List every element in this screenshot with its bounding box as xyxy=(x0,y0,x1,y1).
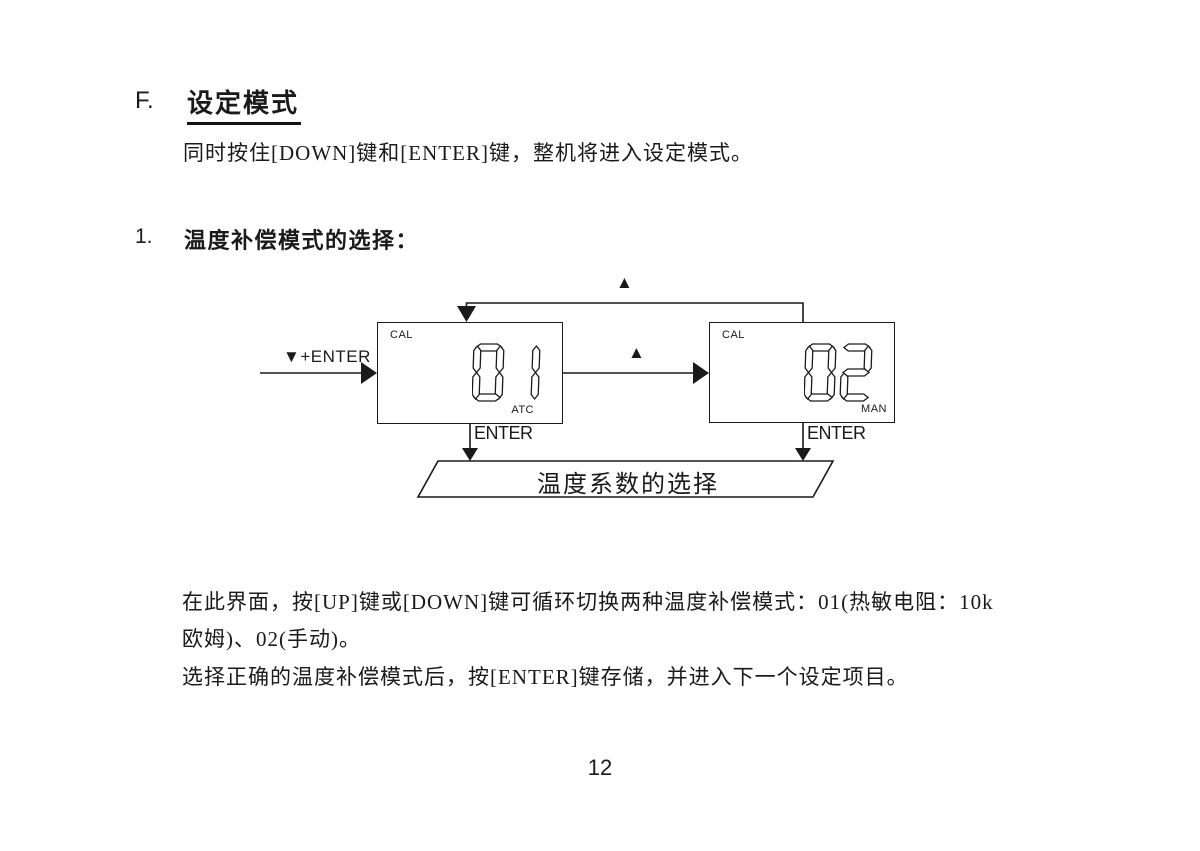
enter-right-down-arrow-icon xyxy=(795,448,811,461)
enter-key-label: ENTER xyxy=(807,423,866,443)
man-flag: MAN xyxy=(861,403,887,415)
body-paragraph-line: 在此界面，按[UP]键或[DOWN]键可循环切换两种温度补偿模式：01(热敏电阻… xyxy=(182,590,994,614)
body-paragraph-line: 欧姆)、02(手动)。 xyxy=(182,627,361,651)
seven-segment-digits xyxy=(471,343,541,402)
enter-key-label: ENTER xyxy=(474,423,533,443)
loop-line xyxy=(465,302,804,322)
page-number: 12 xyxy=(587,755,613,780)
down-plus-enter-label: ▼+ENTER xyxy=(283,347,371,366)
cal-flag: CAL xyxy=(390,329,413,341)
section1-title: 温度补偿模式的选择： xyxy=(184,228,420,253)
result-label: 温度系数的选择 xyxy=(537,472,719,498)
intro-paragraph: 同时按住[DOWN]键和[ENTER]键，整机将进入设定模式。 xyxy=(183,141,753,165)
page-title: 设定模式 xyxy=(187,83,302,125)
body-paragraph-line: 选择正确的温度补偿模式后，按[ENTER]键存储，并进入下一个设定项目。 xyxy=(182,665,909,689)
up-key-icon: ▲ xyxy=(616,273,633,292)
enter-left-down-arrow-icon xyxy=(462,448,478,461)
up-key-icon: ▲ xyxy=(628,343,645,362)
section1-index: 1. xyxy=(135,225,153,248)
lcd-display-mode-02: CAL MAN xyxy=(709,322,895,423)
loop-down-arrow-icon xyxy=(457,306,476,322)
heading-index: F. xyxy=(135,87,154,114)
lcd-display-mode-01: CAL ATC xyxy=(377,322,563,424)
middle-right-arrow-icon xyxy=(693,362,709,384)
seven-segment-digits xyxy=(803,343,873,402)
cal-flag: CAL xyxy=(722,329,745,341)
atc-flag: ATC xyxy=(511,404,534,416)
